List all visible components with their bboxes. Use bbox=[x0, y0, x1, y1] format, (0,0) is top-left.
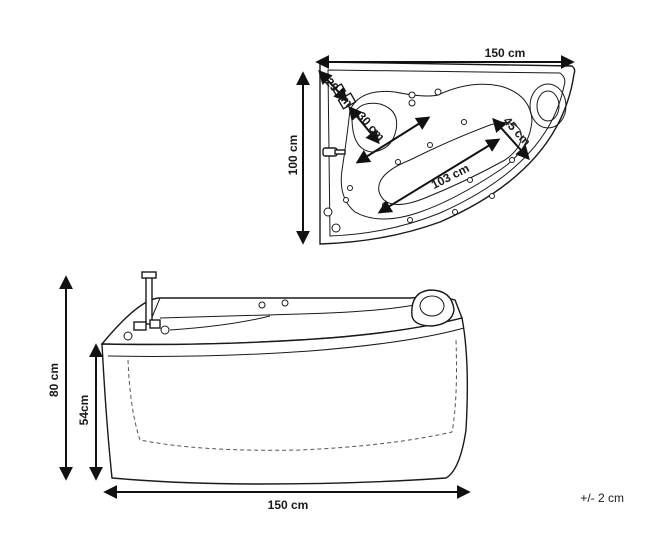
basin-hidden-outline bbox=[127, 339, 457, 451]
headrest-side bbox=[411, 289, 455, 327]
faucet-icon bbox=[322, 147, 346, 157]
tub-inner-rim bbox=[327, 69, 566, 237]
basin-length-dimension-line-2 bbox=[377, 138, 501, 214]
basin-width-dimension-line bbox=[492, 117, 530, 161]
headrest bbox=[529, 83, 567, 129]
apron-height-label: 54cm bbox=[77, 395, 91, 426]
side-view: 80 cm 54cm 150 cm bbox=[47, 271, 471, 512]
tolerance-note: +/- 2 cm bbox=[580, 491, 624, 505]
top-width-label: 150 cm bbox=[485, 46, 526, 60]
overflow-knob-icon bbox=[331, 223, 341, 233]
corner-dimension-line bbox=[318, 69, 348, 103]
top-view: 150 cm 100 cm 29 cm 30 cm 103 cm 45 cm bbox=[286, 46, 576, 245]
faucet-side-icon bbox=[123, 271, 170, 341]
total-height-label: 80 cm bbox=[47, 363, 61, 397]
top-depth-label: 100 cm bbox=[286, 135, 300, 176]
tub-body-outline bbox=[101, 317, 469, 485]
drain-knob-icon bbox=[323, 207, 333, 217]
side-length-label: 150 cm bbox=[268, 498, 309, 512]
